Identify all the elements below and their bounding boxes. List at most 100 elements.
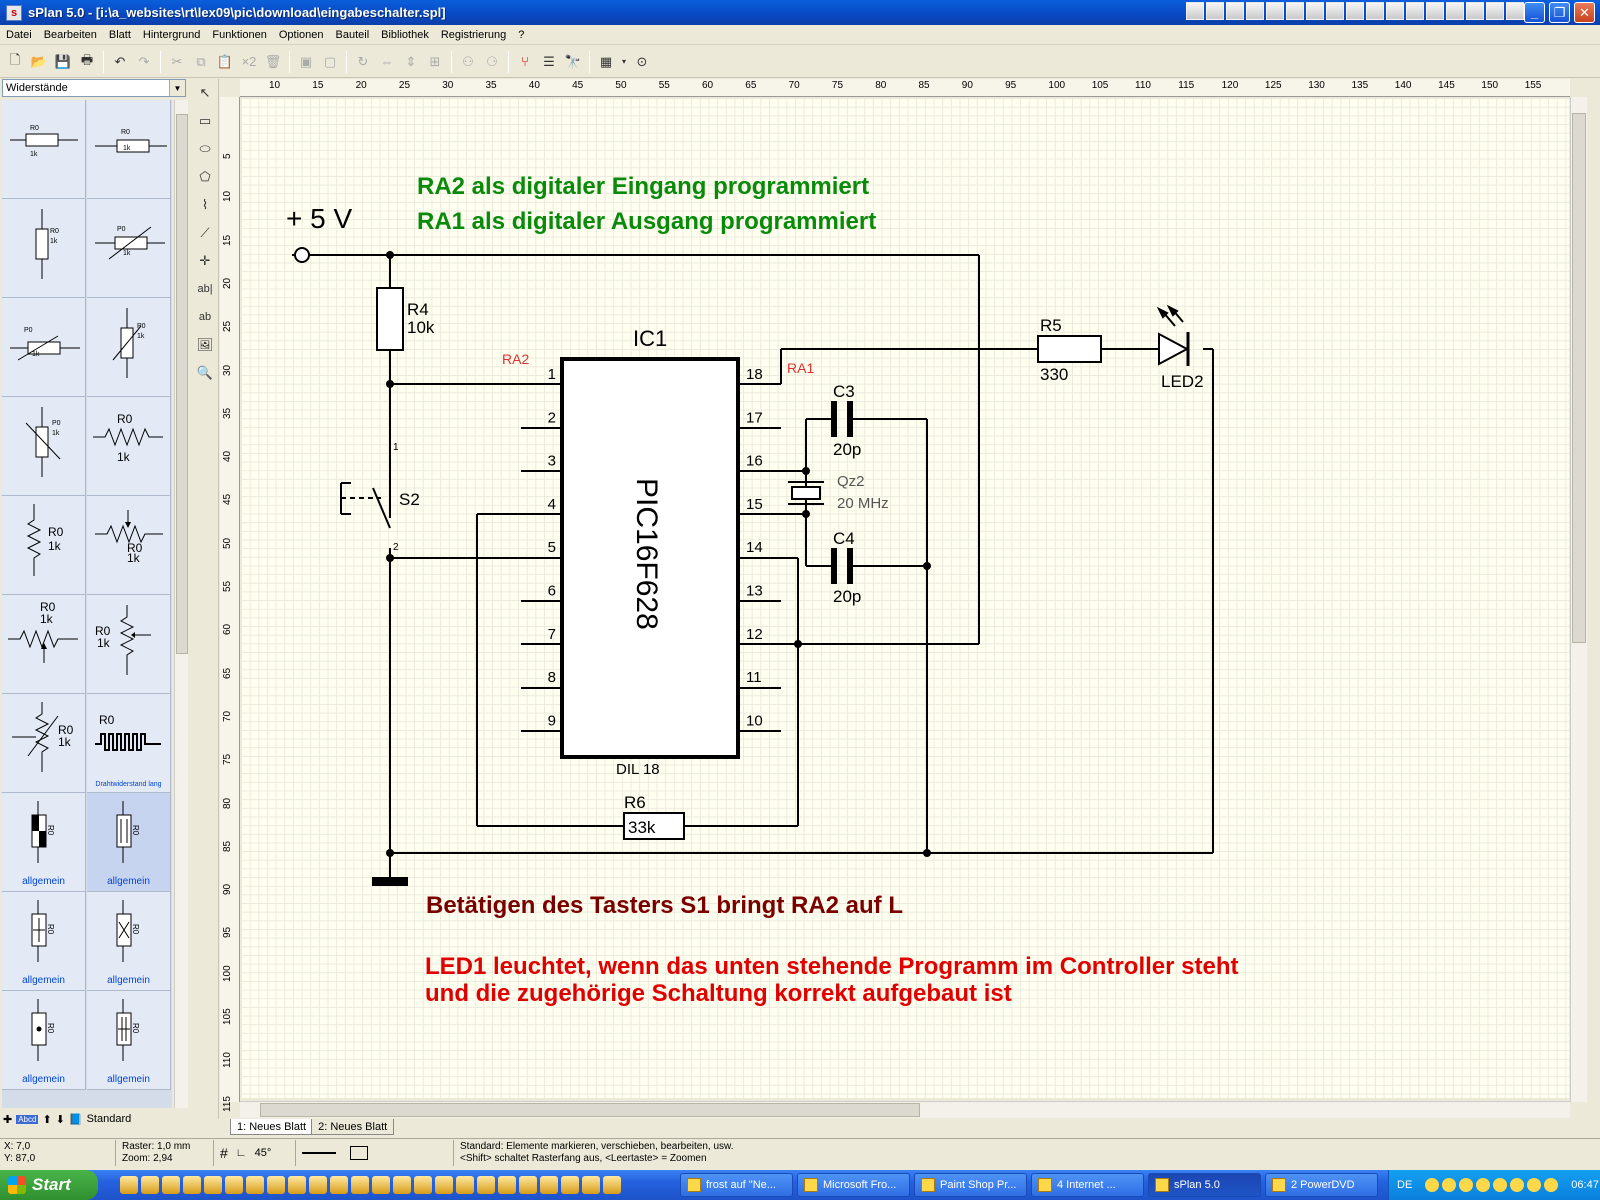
parts-list-icon[interactable]: ☰	[543, 53, 555, 69]
sheet-tab-2[interactable]: 2: Neues Blatt	[311, 1119, 395, 1135]
menu-bibliothek[interactable]: Bibliothek	[381, 28, 429, 41]
chevron-down-icon[interactable]: ▼	[169, 80, 185, 96]
line-icon[interactable]: ⟋	[200, 225, 210, 240]
tray-icon[interactable]	[1442, 1178, 1457, 1192]
zoom-icon[interactable]: ⊙	[636, 53, 648, 69]
book-icon[interactable]: 📘	[68, 1113, 83, 1126]
app-icon[interactable]	[204, 1176, 222, 1194]
tool-icon[interactable]	[1226, 2, 1244, 20]
pointer-icon[interactable]: ↖	[199, 85, 211, 100]
app-icon[interactable]	[477, 1176, 495, 1194]
start-button[interactable]: Start	[0, 1170, 98, 1200]
tool-icon[interactable]	[1466, 2, 1484, 20]
vertical-scrollbar[interactable]	[1570, 97, 1587, 1102]
duplicate-icon[interactable]: ×2	[241, 54, 257, 69]
app-icon[interactable]	[603, 1176, 621, 1194]
app-icon[interactable]	[246, 1176, 264, 1194]
tool-icon[interactable]	[1366, 2, 1384, 20]
library-footer-label[interactable]: Standard	[86, 1113, 132, 1125]
app-icon[interactable]	[540, 1176, 558, 1194]
resistor-r5[interactable]	[1037, 335, 1102, 363]
app-icon[interactable]	[372, 1176, 390, 1194]
scroll-thumb[interactable]	[1572, 113, 1586, 643]
tool-icon[interactable]	[1386, 2, 1404, 20]
bezier-icon[interactable]: ⌇	[201, 197, 209, 212]
menu-optionen[interactable]: Optionen	[278, 28, 324, 41]
arrow-down-icon[interactable]: ⬇	[55, 1113, 65, 1126]
to-back-icon[interactable]: ▢	[323, 53, 337, 69]
text-icon[interactable]: ab|	[197, 283, 213, 295]
language-indicator[interactable]: DE	[1397, 1179, 1413, 1191]
menu-bauteil[interactable]: Bauteil	[335, 28, 370, 41]
minimize-button[interactable]: _	[1524, 2, 1545, 23]
tool-icon[interactable]	[1346, 2, 1364, 20]
app-icon[interactable]	[141, 1176, 159, 1194]
app-icon[interactable]	[393, 1176, 411, 1194]
app-icon[interactable]	[456, 1176, 474, 1194]
chevron-down-icon[interactable]: ▾	[621, 57, 626, 66]
grid-icon[interactable]: ▦	[599, 53, 613, 69]
tool-icon[interactable]	[1186, 2, 1204, 20]
grid-toggle-icon[interactable]: #	[220, 1145, 228, 1161]
redo-icon[interactable]: ↷	[138, 53, 150, 69]
library-select[interactable]: Widerstände ▼	[2, 79, 186, 97]
textbox-icon[interactable]: ab	[198, 311, 212, 323]
app-icon[interactable]	[120, 1176, 138, 1194]
task-internet[interactable]: 4 Internet ...	[1031, 1173, 1144, 1197]
copy-icon[interactable]: ⧉	[196, 53, 206, 69]
tool-icon[interactable]	[1306, 2, 1324, 20]
clock[interactable]: 06:47	[1571, 1179, 1599, 1191]
tray-icon[interactable]	[1510, 1178, 1525, 1192]
menu-blatt[interactable]: Blatt	[108, 28, 131, 41]
capacitor-c4[interactable]	[831, 548, 853, 584]
menu-datei[interactable]: Datei	[6, 28, 32, 41]
polygon-icon[interactable]: ⬠	[199, 169, 211, 184]
junction-icon[interactable]: ✛	[199, 253, 211, 268]
paste-icon[interactable]: 📋	[216, 53, 234, 69]
search-icon[interactable]: 🔭	[564, 53, 582, 69]
app-icon[interactable]	[561, 1176, 579, 1194]
cut-icon[interactable]: ✂	[171, 53, 183, 69]
menu-funktionen[interactable]: Funktionen	[212, 28, 267, 41]
angle-icon[interactable]: ∟	[235, 1147, 247, 1159]
resistor-r4[interactable]	[376, 287, 404, 351]
undo-icon[interactable]: ↶	[114, 53, 126, 69]
app-icon[interactable]	[162, 1176, 180, 1194]
library-scrollbar[interactable]	[174, 100, 188, 1108]
align-icon[interactable]: ⊞	[429, 53, 441, 69]
fill-style-icon[interactable]	[350, 1146, 368, 1160]
open-folder-icon[interactable]: 📂	[30, 53, 48, 69]
tray-icon[interactable]	[1493, 1178, 1508, 1192]
task-splan[interactable]: sPlan 5.0	[1148, 1173, 1261, 1197]
task-frost[interactable]: frost auf "Ne...	[680, 1173, 793, 1197]
sheet-tab-1[interactable]: 1: Neues Blatt	[230, 1119, 314, 1135]
task-frontpage[interactable]: Microsoft Fro...	[797, 1173, 910, 1197]
maximize-button[interactable]: ❐	[1549, 2, 1570, 23]
app-icon[interactable]	[519, 1176, 537, 1194]
rotate-icon[interactable]: ↻	[357, 53, 369, 69]
ground-symbol[interactable]	[372, 877, 408, 886]
group-icon[interactable]: ⚇	[462, 53, 474, 69]
angle-value[interactable]: 45°	[254, 1147, 272, 1159]
magnifier-icon[interactable]: 🔍	[196, 365, 214, 380]
app-icon[interactable]	[225, 1176, 243, 1194]
app-icon[interactable]	[414, 1176, 432, 1194]
app-icon[interactable]	[267, 1176, 285, 1194]
numbering-icon[interactable]: ⑂	[521, 54, 529, 69]
mirror-h-icon[interactable]: ⇔	[380, 54, 394, 69]
